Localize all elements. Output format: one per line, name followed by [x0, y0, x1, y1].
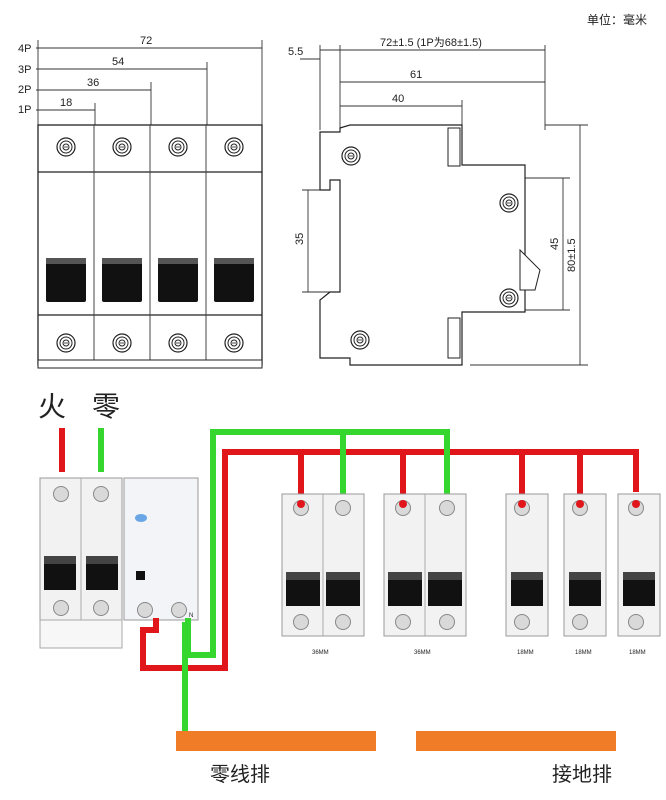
dim-overall-width: 72±1.5 (1P为68±1.5) — [380, 36, 482, 49]
branch-breaker-1p: 18MM — [563, 493, 607, 656]
branch-breaker-2p: 36MM — [281, 493, 365, 656]
unit-label: 单位：毫米 — [587, 12, 647, 27]
pole-label-3p: 3P — [18, 64, 31, 76]
width-72: 72 — [140, 35, 152, 47]
breaker-width-label: 36MM — [312, 650, 329, 656]
live-label: 火 — [38, 390, 66, 423]
side-view: 单位：毫米 5.5 72±1.5 (1P为68±1.5) 61 4 — [288, 12, 647, 366]
breaker-width-label: 18MM — [629, 650, 646, 656]
branch-breaker-1p: 18MM — [505, 493, 549, 656]
dim-35: 35 — [294, 233, 306, 245]
pole-label-1p: 1P — [18, 104, 31, 116]
breaker-width-label: 18MM — [575, 650, 592, 656]
branch-breaker-1p: 18MM — [617, 493, 661, 656]
dim-61: 61 — [410, 69, 422, 81]
pole-label-4p: 4P — [18, 43, 31, 55]
rcd-module: N — [123, 477, 199, 621]
neutral-bar — [176, 731, 376, 751]
width-18: 18 — [60, 97, 72, 109]
breaker-width-label: 18MM — [517, 650, 534, 656]
dim-80: 80±1.5 — [566, 238, 578, 272]
dim-40: 40 — [392, 93, 404, 105]
breaker-width-label: 36MM — [414, 650, 431, 656]
main-breaker — [39, 477, 123, 649]
width-36: 36 — [87, 77, 99, 89]
test-button-icon — [135, 514, 147, 522]
n-terminal-label: N — [189, 613, 193, 619]
ground-bar-label: 接地排 — [552, 762, 612, 786]
handle-icon — [46, 258, 254, 302]
front-view: 4P 3P 2P 1P 72 54 36 18 — [18, 35, 263, 369]
width-54: 54 — [112, 56, 124, 68]
neutral-bar-label: 零线排 — [210, 762, 270, 786]
neutral-label: 零 — [92, 390, 120, 423]
pole-label-2p: 2P — [18, 84, 31, 96]
dim-45: 45 — [549, 238, 561, 250]
ground-bar — [416, 731, 616, 751]
dim-5-5: 5.5 — [288, 46, 303, 58]
wiring-diagram: 火 零 N — [38, 390, 661, 786]
branch-breaker-2p: 36MM — [383, 493, 467, 656]
